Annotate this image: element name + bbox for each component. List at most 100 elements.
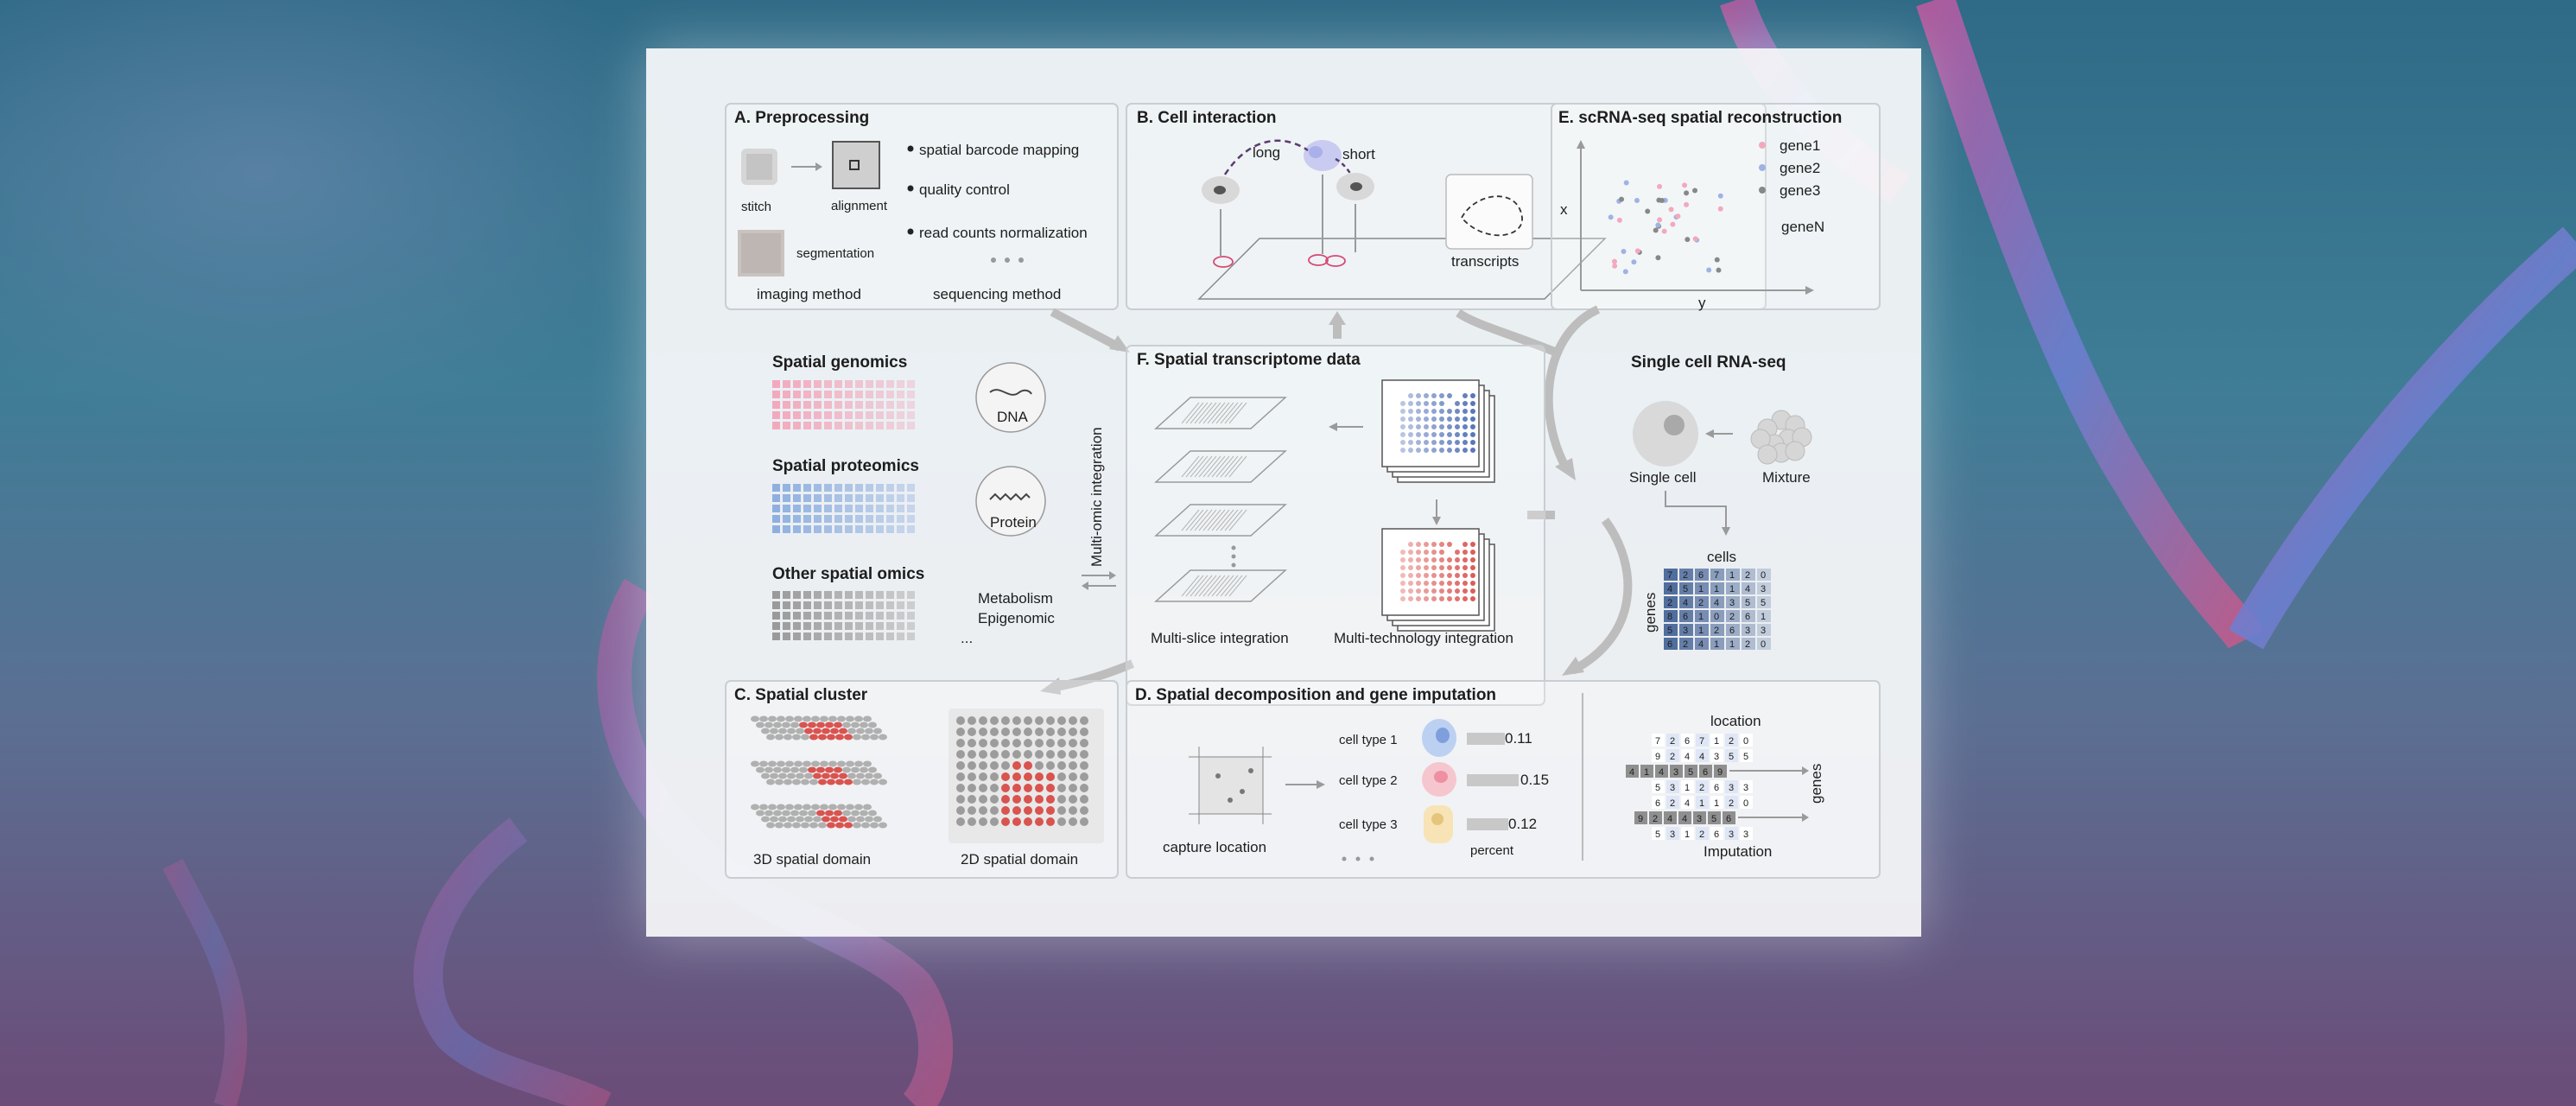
grid-cell [886,505,894,512]
stack-spot [1439,565,1444,570]
stack-spot [1470,550,1475,555]
stack-spot [1431,596,1437,601]
grid-cell [783,525,790,533]
layer-spot [868,766,877,773]
stack-spot [1447,432,1452,437]
matrix-cell [1726,582,1740,594]
stack-spot [1470,409,1475,414]
slice-ellipsis [1231,545,1236,568]
stack-spot [1470,573,1475,578]
grid-cell [845,411,853,419]
grid-cell [783,484,790,492]
grid-cell [824,505,832,512]
stack-spot [1400,573,1405,578]
layer-spot [861,779,870,785]
domain-spot [1069,739,1077,747]
domain-spot [1046,817,1055,826]
imp-value: 3 [1743,830,1748,840]
stack-spot [1455,432,1460,437]
domain-spot [1035,806,1044,815]
stack-sheet [1381,379,1480,467]
slice-spot-line [1185,575,1204,597]
matrix-cell [1757,582,1771,594]
domain-spot [1024,795,1032,804]
matrix-value: 5 [1761,598,1766,608]
dna-circle [975,362,1046,433]
layer-spot [808,766,816,773]
grid-cell [897,380,904,388]
stack-spot [1416,393,1421,398]
domain-spot [956,716,965,725]
stack-spot [1408,424,1413,429]
grid-cell [814,422,822,429]
domain-spot [1069,728,1077,736]
layer-spot [811,715,820,722]
legend-gene1: gene1 [1780,137,1820,154]
grid-cell [855,601,863,609]
stack-spot [1439,393,1444,398]
matrix-cell [1726,638,1740,650]
imp-cell [1725,780,1738,793]
stack-spot [1470,448,1475,453]
domain-spot [968,739,976,747]
grid-cell [876,411,884,419]
stack-spot [1408,440,1413,445]
domain-spot [1012,772,1021,781]
domain-spot [1001,784,1010,792]
stack-spot [1424,596,1429,601]
scatter-point [1685,237,1691,243]
layer-spot [766,822,775,829]
layer-spot [809,734,818,741]
layer-spot [770,728,778,734]
stack-spot [1470,542,1475,547]
grid-cell [897,494,904,502]
layer-spot [834,766,842,773]
imp-cell [1681,734,1694,747]
layer-spot [863,715,872,722]
domain-spot [1012,784,1021,792]
imp-value: 6 [1703,767,1708,778]
stack-spot [1416,416,1421,422]
grid-cell [845,505,853,512]
matrix-cell [1695,624,1709,636]
layer-spot [839,772,847,779]
layer-spot [768,804,777,810]
domain-spot [1024,728,1032,736]
matrix-value: 2 [1745,639,1750,650]
layer-spot [811,760,820,767]
stack-spot [1447,416,1452,422]
layer-spot [847,816,856,823]
matrix-cell [1679,610,1693,622]
layer-spot [816,766,825,773]
domain-spot [1046,806,1055,815]
layer-spot [822,816,830,823]
matrix-cell [1664,569,1678,581]
imp-cell [1710,827,1723,840]
layer-spot [834,721,842,728]
layer-spot [853,734,861,741]
matrix-cell [1742,569,1755,581]
layer-spot [775,734,784,741]
grid-cell [897,422,904,429]
grid-cell [876,494,884,502]
slice-spot-line [1181,455,1200,478]
stack-spot [1470,432,1475,437]
stack-spot [1462,424,1468,429]
matrix-cell [1742,624,1755,636]
domain-spot [990,761,999,770]
stack-spot [1462,448,1468,453]
grid-cell [866,622,873,630]
matrix-cell [1757,610,1771,622]
domain-spot [1080,806,1088,815]
grid-cell [803,515,811,523]
domain-spot [990,772,999,781]
layer-spot [801,822,809,829]
domain-spot [956,772,965,781]
matrix-cell [1664,610,1678,622]
grid-cell [866,525,873,533]
imp-arrowhead [1802,813,1809,822]
scatter-point [1608,214,1614,220]
grid-cell [907,391,915,398]
layer-spot [773,721,782,728]
stack-spot [1431,542,1437,547]
